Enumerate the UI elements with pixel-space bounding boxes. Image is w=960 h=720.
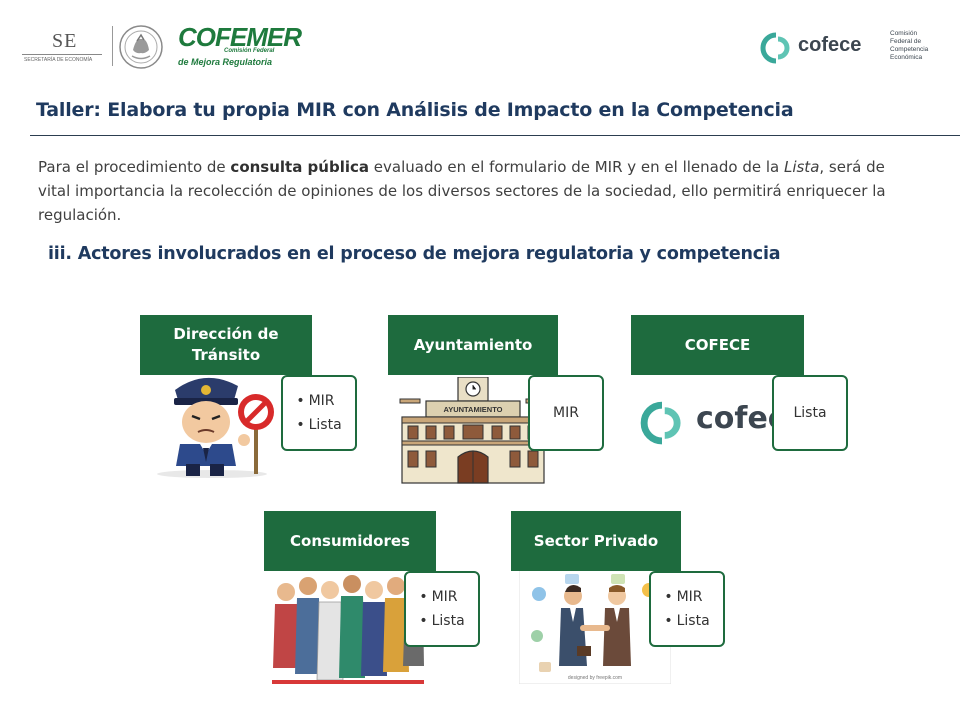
actor-consumidores-box: MIR Lista xyxy=(404,571,480,647)
actor-ayuntamiento-item: MIR xyxy=(553,405,579,421)
cofemer-logo: COFEMER Comisión Federal de Mejora Regul… xyxy=(176,22,302,72)
actor-transito-box: MIR Lista xyxy=(281,375,357,451)
cofece-mark-icon xyxy=(640,401,681,445)
town-hall-icon: AYUNTAMIENTO xyxy=(399,377,547,484)
intro-text: Para el procedimiento de xyxy=(38,158,231,176)
se-logo-abbr: SE xyxy=(52,30,78,52)
actor-ayuntamiento-header: Ayuntamiento xyxy=(388,315,558,375)
person-icon xyxy=(361,581,387,676)
intro-bold-text: consulta pública xyxy=(230,158,370,176)
list-item: Lista xyxy=(419,609,465,633)
mexico-seal-icon xyxy=(119,25,163,69)
actor-transito-header: Dirección de Tránsito xyxy=(140,315,312,375)
se-logo-subtitle: SECRETARÍA DE ECONOMÍA xyxy=(24,57,93,63)
actor-ayuntamiento-box: MIR xyxy=(528,375,604,451)
title-divider xyxy=(30,135,960,136)
cofece-name-line: Económica xyxy=(890,54,923,61)
actor-consumidores-list: MIR Lista xyxy=(419,585,465,633)
intro-text: , será de vital importancia la recolecci… xyxy=(38,158,886,224)
cofece-header-fullname: Comisión Federal de Competencia Económic… xyxy=(890,30,928,62)
se-logo: SE SECRETARÍA DE ECONOMÍA xyxy=(22,30,102,64)
logo-divider xyxy=(112,26,113,66)
crowd-icon xyxy=(272,575,424,684)
actor-cofece-box: Lista xyxy=(772,375,848,451)
page-title: Taller: Elabora tu propia MIR con Anális… xyxy=(36,99,794,121)
person-icon xyxy=(295,577,321,674)
intro-italic-text: Lista xyxy=(783,158,820,176)
cofemer-logo-sub2: de Mejora Regulatoria xyxy=(178,57,273,67)
cofece-mark-icon xyxy=(760,32,790,64)
intro-text: evaluado en el formulario de MIR y en el… xyxy=(369,158,784,176)
actor-cofece-header: COFECE xyxy=(631,315,804,375)
cofece-name-line: Comisión xyxy=(890,30,918,37)
cofece-header-word: cofece xyxy=(798,34,862,56)
actor-sector-privado-list: MIR Lista xyxy=(664,585,710,633)
actor-consumidores-header: Consumidores xyxy=(264,511,436,571)
intro-paragraph: Para el procedimiento de consulta públic… xyxy=(38,155,898,227)
actor-sector-privado-header: Sector Privado xyxy=(511,511,681,571)
person-icon xyxy=(339,575,365,678)
cofece-name-line: Federal de xyxy=(890,38,922,45)
town-hall-sign: AYUNTAMIENTO xyxy=(443,405,502,414)
business-handshake-icon: designed by freepik.com xyxy=(519,566,671,684)
image-credit: designed by freepik.com xyxy=(568,675,622,681)
person-icon xyxy=(273,583,299,668)
person-icon xyxy=(316,581,344,681)
actor-cofece-item: Lista xyxy=(793,405,827,421)
traffic-officer-icon xyxy=(157,377,274,478)
cofemer-logo-sub1: Comisión Federal xyxy=(224,48,275,54)
cofemer-logo-main: COFEMER xyxy=(178,22,302,52)
cofece-header-logo: cofece Comisión Federal de Competencia E… xyxy=(760,30,940,70)
se-logo-rule xyxy=(22,54,102,55)
list-item: Lista xyxy=(664,609,710,633)
person-icon xyxy=(383,577,409,672)
cofece-name-line: Competencia xyxy=(890,46,929,53)
businessman-left-icon xyxy=(559,585,591,666)
list-item: MIR xyxy=(664,585,709,609)
actor-transito-list: MIR Lista xyxy=(296,389,342,437)
list-item: MIR xyxy=(296,389,341,413)
list-item: Lista xyxy=(296,413,342,437)
list-item: MIR xyxy=(419,585,464,609)
section-title: iii. Actores involucrados en el proceso … xyxy=(48,244,781,264)
businessman-right-icon xyxy=(603,585,631,666)
actor-sector-privado-box: MIR Lista xyxy=(649,571,725,647)
